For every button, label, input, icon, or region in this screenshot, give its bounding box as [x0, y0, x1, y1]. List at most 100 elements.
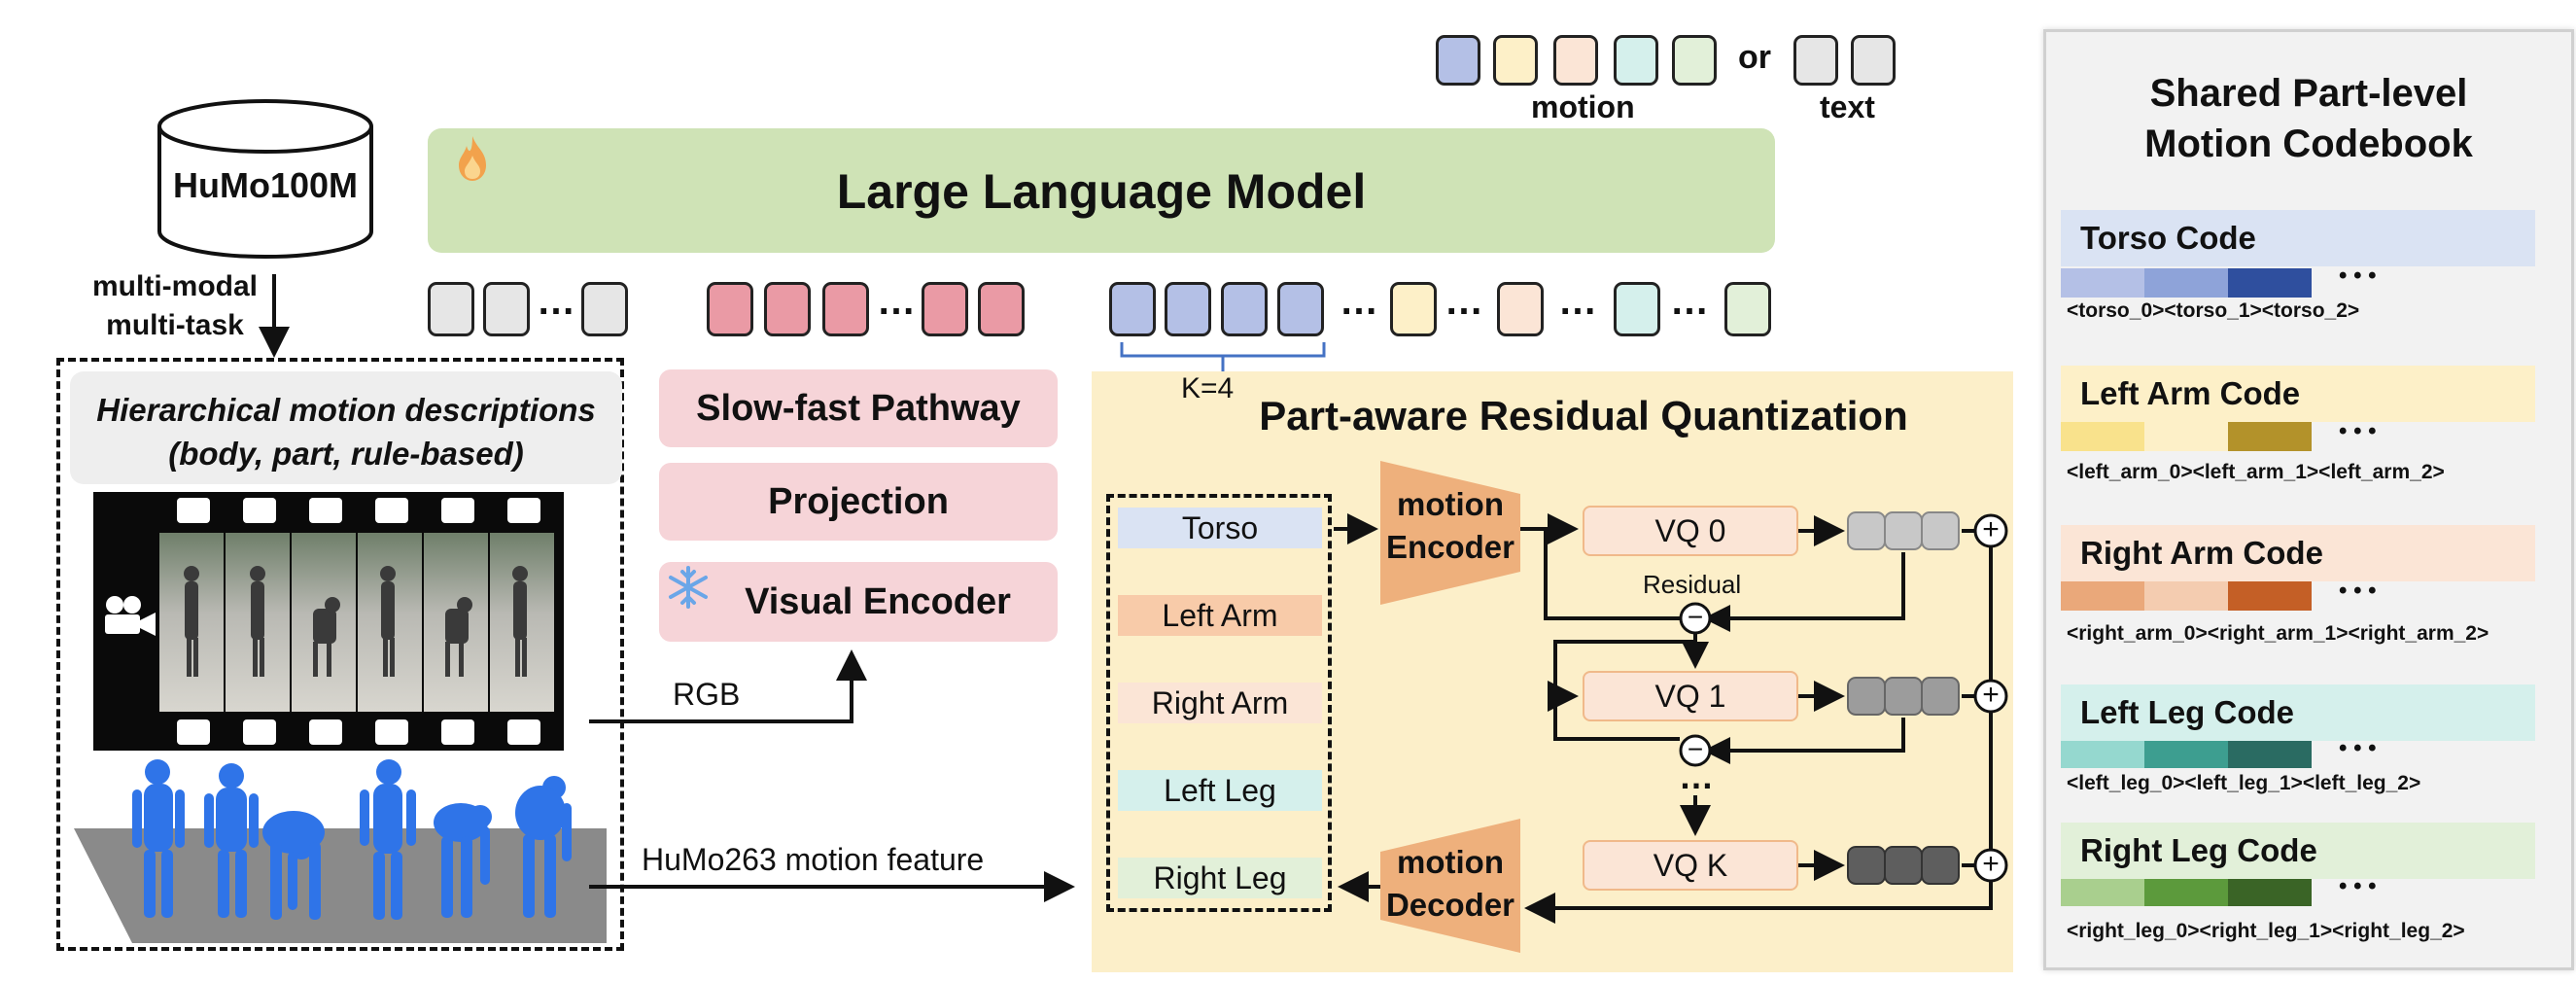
- motion-encoder-line1: motion: [1397, 486, 1504, 522]
- vq-0-box: VQ 0: [1583, 506, 1798, 556]
- codebook-right-leg-header: [2061, 823, 2535, 879]
- video-camera-icon: [105, 596, 156, 636]
- text-token-3: [581, 282, 628, 336]
- left-leg-code-0: [2061, 741, 2144, 768]
- torso-token-2: [1165, 282, 1211, 336]
- right-leg-code-0: [2061, 879, 2144, 906]
- minus-op-1: −: [1687, 602, 1704, 632]
- legend-token-right-leg: [1672, 35, 1717, 86]
- motion-decoder-shape: [1380, 819, 1520, 953]
- part-right-leg: Right Leg: [1118, 858, 1322, 898]
- motion-token-dots-3: …: [1558, 280, 1597, 323]
- codebook-right-arm-codes: <right_arm_0><right_arm_1><right_arm_2>: [2067, 622, 2489, 645]
- visual-token-dots: …: [877, 280, 916, 323]
- left-arm-code-2: [2228, 422, 2312, 451]
- codebook-left-leg-header: [2061, 684, 2535, 741]
- database-cylinder-icon: [157, 99, 373, 259]
- motion-token-dots-4: …: [1670, 280, 1709, 323]
- motion-decoder-line1: motion: [1397, 844, 1504, 880]
- legend-token-text-1: [1793, 35, 1838, 86]
- visual-token-1: [707, 282, 753, 336]
- motion-token-dots-1: …: [1340, 280, 1378, 323]
- motion-token-dots-2: …: [1445, 280, 1483, 323]
- text-token-2: [483, 282, 530, 336]
- part-left-arm-label: Left Arm: [1162, 597, 1278, 633]
- vq1-code-2: [1884, 677, 1923, 716]
- descriptions-line1: Hierarchical motion descriptions: [96, 392, 596, 428]
- legend-or: or: [1738, 39, 1771, 76]
- text-token-1: [428, 282, 474, 336]
- motion-decoder-line2: Decoder: [1385, 887, 1515, 923]
- part-right-arm-label: Right Arm: [1151, 684, 1289, 720]
- vqk-code-3: [1921, 846, 1960, 885]
- part-right-leg-label: Right Leg: [1153, 859, 1287, 895]
- rgb-label: RGB: [673, 677, 741, 712]
- codebook-right-arm-ellipsis: • • •: [2339, 578, 2377, 604]
- codebook-left-leg-name: Left Leg Code: [2080, 694, 2294, 730]
- task-label-line2: multi-task: [106, 309, 244, 341]
- projection-box: Projection: [659, 463, 1058, 541]
- parts-frame: [1106, 494, 1332, 912]
- left-leg-code-1: [2144, 741, 2228, 768]
- task-label-line1: multi-modal: [92, 270, 258, 302]
- part-torso: Torso: [1118, 508, 1322, 548]
- legend-token-right-arm: [1553, 35, 1598, 86]
- motion-mesh-sequence: [74, 759, 607, 943]
- right-arm-code-0: [2061, 581, 2144, 611]
- descriptions-box: [70, 371, 622, 484]
- left-leg-code-2: [2228, 741, 2312, 768]
- k-label: K=4: [1181, 372, 1235, 404]
- left-leg-token: [1614, 282, 1660, 336]
- dataset-label: HuMo100M: [172, 165, 359, 205]
- visual-encoder-box: Visual Encoder: [659, 562, 1058, 642]
- legend-token-text-2: [1851, 35, 1896, 86]
- torso-code-2: [2228, 268, 2312, 298]
- codebook-title-line1: Shared Part-level: [2149, 72, 2468, 115]
- llm-block: [428, 128, 1775, 253]
- codebook-right-leg-ellipsis: • • •: [2339, 873, 2377, 899]
- left-arm-token: [1390, 282, 1437, 336]
- plus-op-1: +: [1982, 513, 2000, 545]
- codebook-title-line2: Motion Codebook: [2144, 123, 2473, 165]
- plus-op-3: +: [1982, 848, 2000, 880]
- codebook-torso-ellipsis: • • •: [2339, 263, 2377, 289]
- codebook-panel: [2043, 29, 2574, 970]
- codebook-left-leg-ellipsis: • • •: [2339, 735, 2377, 761]
- codebook-torso-codes: <torso_0><torso_1><torso_2>: [2067, 299, 2360, 322]
- legend-token-left-arm: [1493, 35, 1538, 86]
- plus-op-2: +: [1982, 679, 2000, 711]
- vq-k-box: VQ K: [1583, 840, 1798, 891]
- visual-token-2: [764, 282, 811, 336]
- codebook-left-leg-codes: <left_leg_0><left_leg_1><left_leg_2>: [2067, 772, 2421, 794]
- residual-label: Residual: [1643, 570, 1742, 599]
- vq-1-box: VQ 1: [1583, 671, 1798, 721]
- motion-feature-label: HuMo263 motion feature: [642, 842, 985, 877]
- part-right-arm: Right Arm: [1118, 683, 1322, 723]
- codebook-right-arm-name: Right Arm Code: [2080, 535, 2323, 571]
- codebook-torso-header: [2061, 210, 2535, 266]
- vq0-code-3: [1921, 511, 1960, 550]
- codebook-right-arm-header: [2061, 525, 2535, 581]
- part-torso-label: Torso: [1181, 509, 1259, 545]
- codebook-left-arm-name: Left Arm Code: [2080, 375, 2301, 411]
- vq-1-label: VQ 1: [1654, 678, 1726, 714]
- k-brace: [1120, 342, 1326, 371]
- visual-encoder-label: Visual Encoder: [745, 580, 1011, 622]
- vq-0-label: VQ 0: [1654, 512, 1726, 548]
- minus-op-2: −: [1687, 734, 1704, 764]
- video-film-strip: [93, 492, 564, 751]
- motion-encoder-line2: Encoder: [1385, 529, 1515, 565]
- codebook-left-arm-ellipsis: • • •: [2339, 418, 2377, 444]
- right-leg-code-1: [2144, 879, 2228, 906]
- legend-token-torso: [1436, 35, 1480, 86]
- codebook-right-leg-codes: <right_leg_0><right_leg_1><right_leg_2>: [2067, 920, 2465, 942]
- right-leg-code-2: [2228, 879, 2312, 906]
- legend-token-left-leg: [1614, 35, 1658, 86]
- input-frame: [56, 358, 624, 951]
- torso-code-1: [2144, 268, 2228, 298]
- torso-token-1: [1109, 282, 1156, 336]
- motion-encoder-shape: [1380, 461, 1520, 605]
- visual-token-5: [978, 282, 1025, 336]
